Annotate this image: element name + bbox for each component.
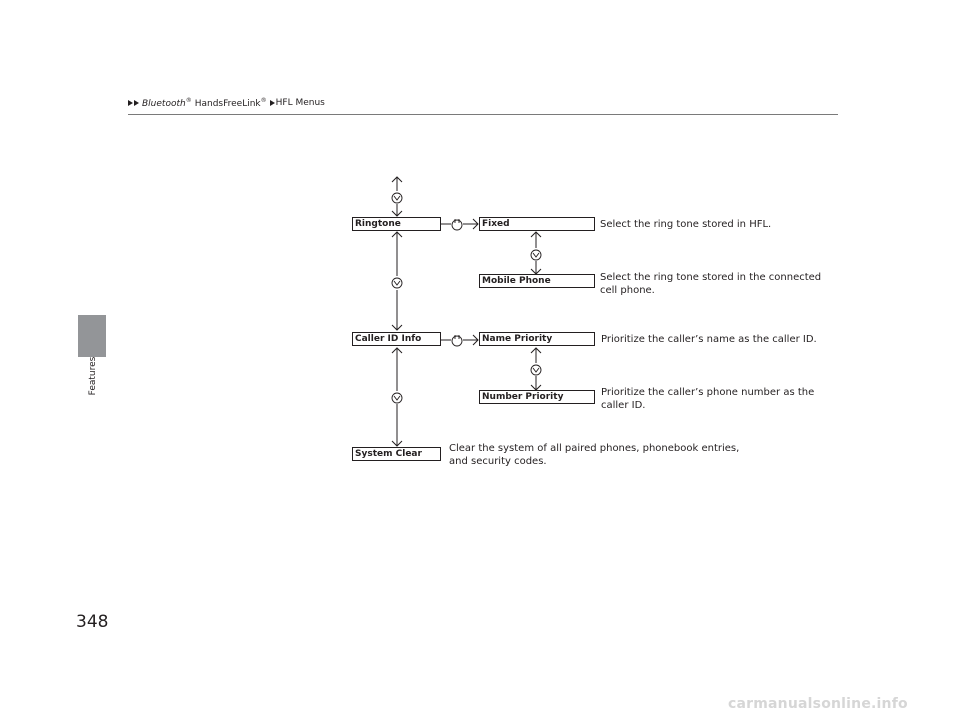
desc-fixed: Select the ring tone stored in HFL. bbox=[600, 219, 772, 230]
rotate-icon bbox=[391, 192, 403, 204]
section-tab bbox=[78, 315, 106, 357]
desc-system-clear-line2: and security codes. bbox=[449, 456, 547, 467]
desc-number-priority-line1: Prioritize the caller’s phone number as … bbox=[601, 387, 815, 398]
breadcrumb-arrow-icon bbox=[128, 100, 133, 106]
desc-system-clear-line1: Clear the system of all paired phones, p… bbox=[449, 443, 740, 454]
breadcrumb-arrow-icon bbox=[269, 100, 275, 106]
main-column-connectors bbox=[391, 176, 403, 447]
menu-caller-id-info: Caller ID Info bbox=[352, 332, 441, 346]
breadcrumb-bluetooth: Bluetooth® bbox=[142, 97, 192, 109]
watermark: carmanualsonline.info bbox=[728, 696, 908, 712]
rotate-icon bbox=[530, 249, 542, 261]
breadcrumb-arrow-icon bbox=[134, 100, 139, 106]
rotate-icon bbox=[530, 364, 542, 376]
press-icon bbox=[451, 219, 463, 231]
menu-number-priority: Number Priority bbox=[479, 390, 595, 404]
desc-number-priority-line2: caller ID. bbox=[601, 400, 646, 411]
menu-ringtone: Ringtone bbox=[352, 217, 441, 231]
menu-mobile-phone: Mobile Phone bbox=[479, 274, 595, 288]
menu-system-clear: System Clear bbox=[352, 447, 441, 461]
breadcrumb: Bluetooth® HandsFreeLink® HFL Menus bbox=[128, 96, 328, 110]
menu-name-priority: Name Priority bbox=[479, 332, 595, 346]
breadcrumb-handsfreelink: HandsFreeLink® bbox=[194, 97, 267, 109]
page-number: 348 bbox=[76, 612, 109, 632]
header-rule bbox=[128, 114, 838, 115]
rotate-icon bbox=[391, 392, 403, 404]
desc-mobile-phone-line1: Select the ring tone stored in the conne… bbox=[600, 272, 822, 283]
menu-fixed: Fixed bbox=[479, 217, 595, 231]
press-icon bbox=[451, 335, 463, 347]
desc-name-priority: Prioritize the caller’s name as the call… bbox=[601, 334, 817, 345]
rotate-icon bbox=[391, 277, 403, 289]
breadcrumb-hfl-menus: HFL Menus bbox=[275, 98, 325, 108]
desc-mobile-phone-line2: cell phone. bbox=[600, 285, 655, 296]
press-connectors bbox=[441, 218, 479, 346]
